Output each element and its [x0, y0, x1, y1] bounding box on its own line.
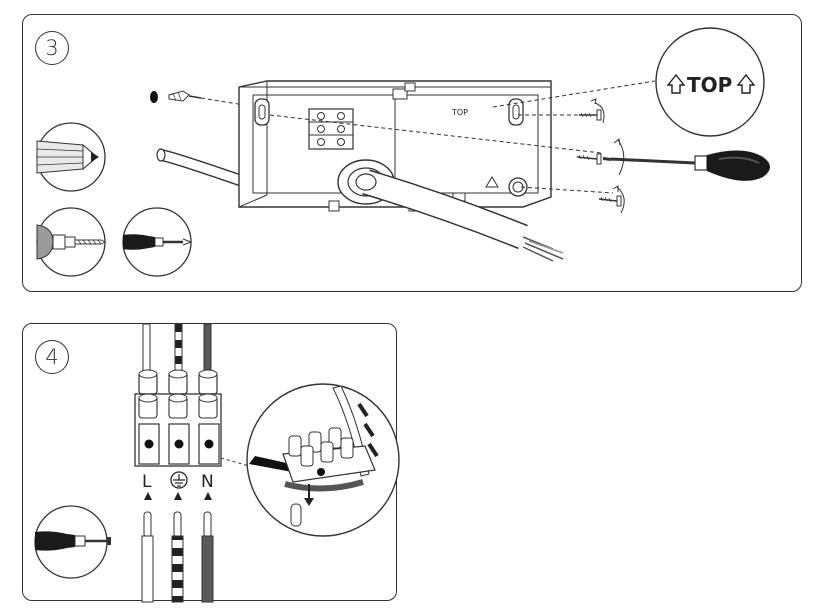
- screwdriver-icon: [122, 207, 193, 277]
- screwdriver-tool: [603, 150, 770, 181]
- terminal-blocks: [308, 108, 354, 150]
- terminal-live-label: L: [142, 472, 152, 492]
- earth-wire-bottom: [171, 511, 184, 603]
- top-magnifier: TOP: [655, 27, 765, 137]
- earth-symbol-icon: [170, 471, 188, 489]
- screw-top: [579, 98, 605, 124]
- box-top-label: TOP: [451, 108, 468, 117]
- step-number-4: 4: [35, 340, 69, 374]
- step-3-illustration: TOP TOP: [36, 27, 770, 277]
- terminal-neutral-label: N: [201, 472, 214, 492]
- step-3-panel: 3: [22, 14, 802, 292]
- terminal-strip: [134, 369, 222, 467]
- screw-bottom: [598, 185, 625, 214]
- wall-hole: [150, 91, 158, 103]
- step-number-3: 3: [35, 31, 69, 65]
- arrow-up-neutral: [204, 492, 212, 500]
- step-4-illustration: L N: [34, 323, 400, 603]
- up-arrow-icon: [666, 73, 686, 94]
- earth-wire-top: [174, 323, 183, 375]
- pencil-icon: [36, 122, 106, 192]
- box-top-text: TOP: [451, 108, 468, 117]
- neutral-wire-bottom: [201, 511, 214, 603]
- live-wire-bottom: [141, 511, 154, 603]
- arrow-up-earth: [174, 492, 182, 500]
- step-4-panel: 4: [22, 323, 400, 603]
- live-wire-top: [142, 323, 151, 375]
- terminal-detail-magnifier: [246, 383, 400, 537]
- wall-plug: [168, 90, 202, 102]
- neutral-wire-top: [203, 323, 212, 375]
- top-label: TOP: [687, 73, 732, 97]
- arrow-up-live: [144, 492, 152, 500]
- screwdriver-icon: [34, 505, 111, 579]
- drill-icon: [36, 207, 107, 277]
- up-arrow-icon: [736, 73, 756, 94]
- screw-middle: [576, 138, 625, 176]
- junction-box: [238, 80, 552, 212]
